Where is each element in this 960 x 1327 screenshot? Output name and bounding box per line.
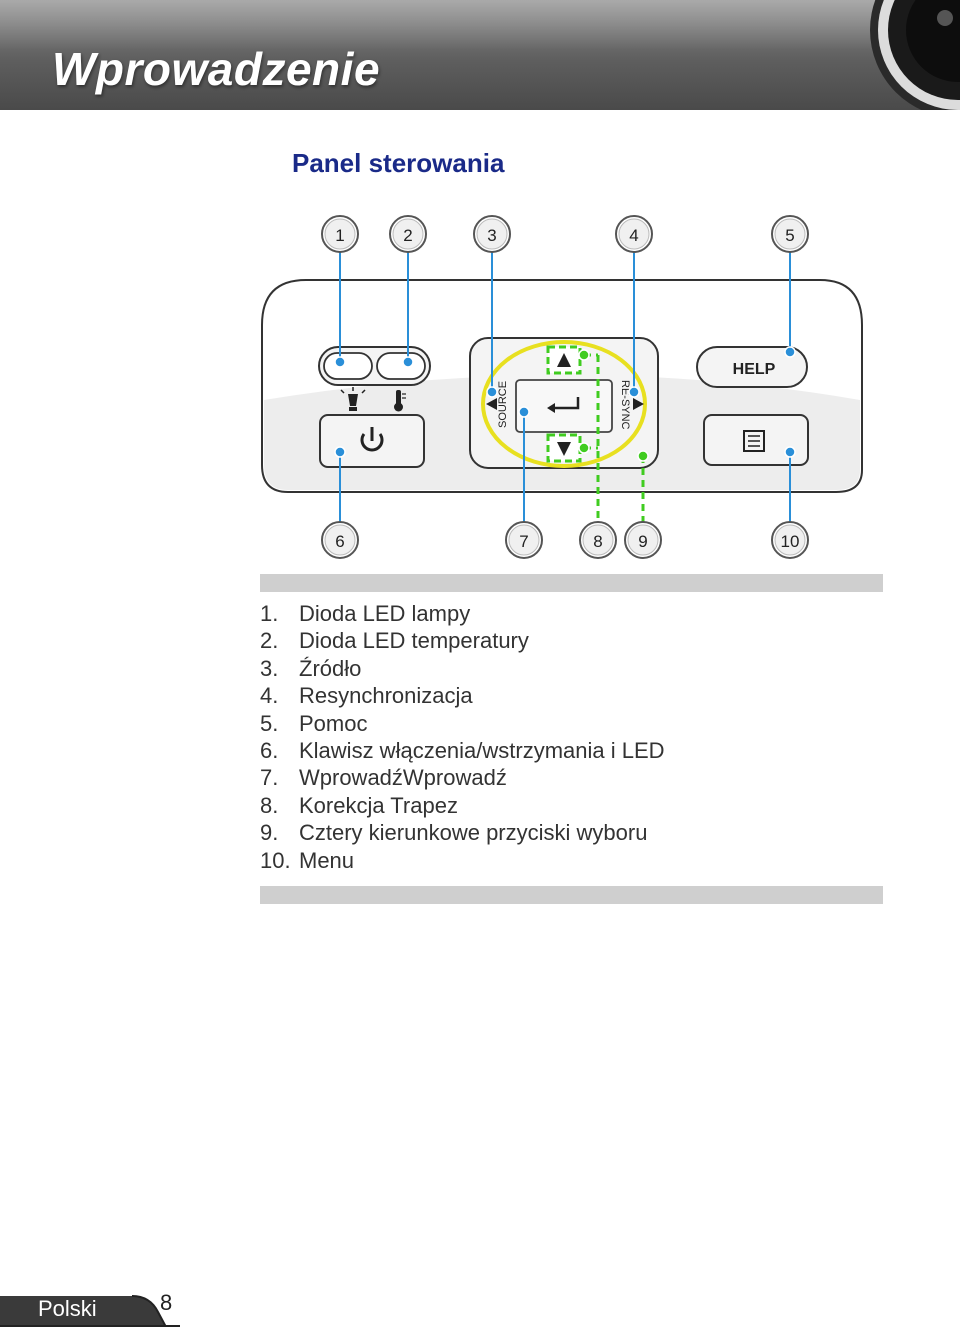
list-item: 3.Źródło: [260, 655, 362, 681]
list-item: 8.Korekcja Trapez: [260, 792, 458, 818]
lamp-icon: [340, 387, 366, 411]
callout-10: 10: [771, 521, 809, 559]
callout-8: 8: [579, 521, 617, 559]
list-item: 7.WprowadźWprowadź: [260, 765, 507, 791]
enter-icon: [547, 397, 580, 413]
power-button[interactable]: [319, 414, 425, 468]
list-item: 2.Dioda LED temperatury: [260, 628, 529, 654]
svg-text:3: 3: [487, 226, 496, 245]
legend-top-bar: [260, 574, 883, 592]
footer-language: Polski: [38, 1296, 97, 1321]
svg-text:5: 5: [785, 226, 794, 245]
source-label: SOURCE: [497, 381, 509, 428]
svg-text:4: 4: [629, 226, 638, 245]
header-shine: [0, 0, 960, 50]
svg-text:2: 2: [403, 226, 412, 245]
list-item: 5.Pomoc: [260, 710, 368, 736]
callout-2: 2: [389, 215, 427, 253]
list-item: 9.Cztery kierunkowe przyciski wyboru: [260, 820, 648, 846]
svg-text:1: 1: [335, 226, 344, 245]
arrow-right-icon: [633, 398, 644, 410]
page-title: Wprowadzenie: [52, 43, 381, 95]
list-item: 6.Klawisz włączenia/wstrzymania i LED: [260, 737, 665, 763]
callout-1: 1: [321, 215, 359, 253]
footer-language-tab: [0, 1295, 180, 1327]
up-button[interactable]: [546, 345, 582, 375]
arrow-down-icon: [557, 442, 571, 456]
svg-text:8: 8: [593, 532, 602, 551]
svg-text:6: 6: [335, 532, 344, 551]
source-button[interactable]: SOURCE: [486, 381, 509, 428]
power-icon: [360, 427, 384, 452]
svg-text:10: 10: [781, 532, 800, 551]
callout-9: 9: [624, 521, 662, 559]
menu-button[interactable]: [703, 414, 809, 466]
resync-label: RE-SYNC: [619, 380, 631, 430]
callout-7: 7: [505, 521, 543, 559]
arrow-left-icon: [486, 398, 497, 410]
callout-6: 6: [321, 521, 359, 559]
page-number: 8: [160, 1290, 173, 1315]
legend-list: 1.Dioda LED lampy 2.Dioda LED temperatur…: [260, 600, 665, 874]
callout-4: 4: [615, 215, 653, 253]
menu-icon: [743, 430, 765, 452]
led-indicators: [318, 346, 431, 386]
list-item: 1.Dioda LED lampy: [260, 601, 471, 626]
help-button[interactable]: HELP: [696, 346, 808, 388]
callout-5: 5: [771, 215, 809, 253]
resync-button[interactable]: RE-SYNC: [619, 380, 644, 430]
help-label: HELP: [733, 361, 776, 378]
list-item: 4.Resynchronizacja: [260, 683, 473, 709]
enter-button[interactable]: [515, 379, 613, 433]
control-panel-diagram: SOURCE RE-SYNC HELP: [261, 215, 863, 559]
page-header: Wprowadzenie: [0, 0, 960, 110]
section-title: Panel sterowania: [292, 148, 505, 178]
svg-text:7: 7: [519, 532, 528, 551]
down-button[interactable]: [546, 433, 582, 463]
svg-text:9: 9: [638, 532, 647, 551]
list-item: 10.Menu: [260, 847, 355, 873]
callout-3: 3: [473, 215, 511, 253]
legend-bottom-bar: [260, 886, 883, 904]
projector-lens-icon: [870, 0, 960, 110]
thermometer-icon: [394, 390, 406, 412]
arrow-up-icon: [557, 353, 571, 367]
